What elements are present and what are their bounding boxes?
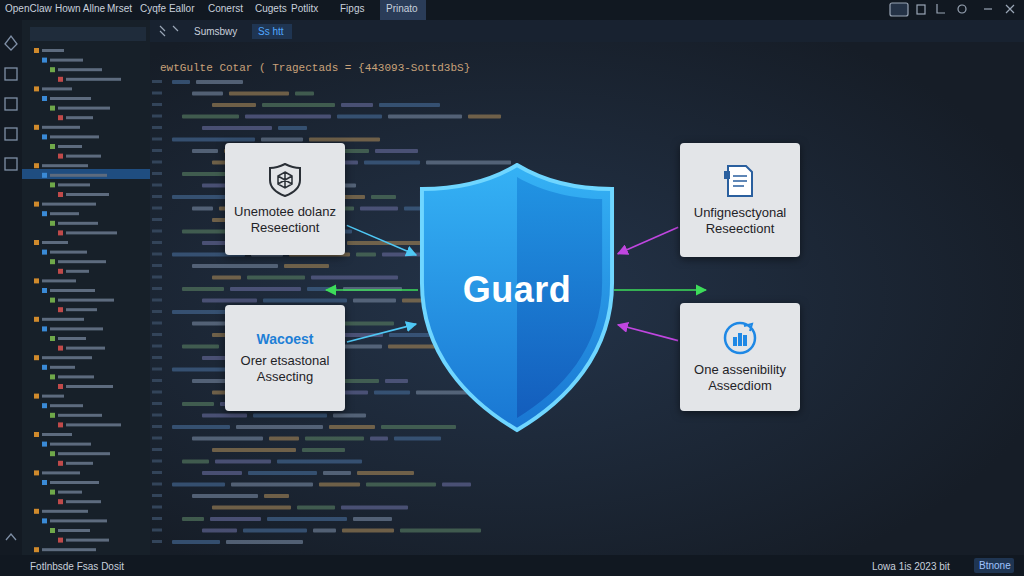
guard-shield: Guard — [418, 163, 616, 433]
box-text: Unfignesctyonal Reseectiont — [688, 205, 792, 238]
shield-title: Guard — [463, 269, 572, 311]
explorer-search — [30, 27, 146, 41]
status-text: Fotlnbsde Fsas Dosit — [30, 561, 124, 572]
process-box: WacoestOrer etsastonal Assecting — [225, 305, 345, 411]
activity-bar — [0, 20, 22, 555]
tab-title: Sumsbwy — [194, 26, 237, 37]
activity-icons — [5, 36, 17, 540]
selected-file — [22, 169, 150, 179]
box-text: Unemotee dolanz Reseectiont — [233, 204, 337, 237]
box-heading: Wacoest — [256, 331, 313, 349]
nav-arrows — [160, 26, 178, 36]
status-button — [974, 558, 1014, 573]
menu-item: Fipgs — [340, 3, 364, 14]
chart-icon — [722, 320, 758, 356]
process-box: Unfignesctyonal Reseectiont — [680, 143, 800, 257]
box-text: One assenibility Assecdiom — [688, 362, 792, 395]
menu-item: Cyqfe Eallor — [140, 3, 194, 14]
connector-arrow — [347, 324, 416, 342]
explorer-panel — [22, 20, 150, 555]
tab-bar — [150, 20, 1024, 42]
menu-item: OpenClaw — [5, 3, 52, 14]
menu-bar — [0, 0, 1024, 20]
menu-item: Cugets — [255, 3, 287, 14]
code-line: ewtGulte Cotar ( Tragectads = {443093-So… — [160, 62, 470, 74]
green-arrow — [614, 289, 706, 291]
shield-icon — [267, 162, 303, 198]
process-box: One assenibility Assecdiom — [680, 303, 800, 411]
connector-arrow — [618, 227, 678, 254]
document-icon — [720, 163, 760, 199]
box-text: Orer etsastonal Assecting — [233, 353, 337, 386]
status-text: Lowa 1is 2023 bit — [872, 561, 950, 572]
menu-item: Mrset — [107, 3, 132, 14]
menu-item: Prinato — [386, 3, 418, 14]
menu-item: Hown Allne — [55, 3, 105, 14]
status-button-text: Btnone — [979, 560, 1011, 571]
connector-arrow — [347, 225, 416, 255]
status-bar — [0, 555, 1024, 576]
file-tree — [34, 48, 121, 552]
connector-arrow — [618, 325, 678, 341]
process-box: Unemotee dolanz Reseectiont — [225, 143, 345, 255]
active-tab — [252, 24, 292, 39]
tab-title: Ss htt — [258, 26, 284, 37]
window-buttons — [890, 3, 1014, 16]
active-menu — [380, 0, 426, 20]
menu-item: Potlitx — [291, 3, 318, 14]
menu-item: Conerst — [208, 3, 243, 14]
green-arrow — [326, 289, 418, 291]
